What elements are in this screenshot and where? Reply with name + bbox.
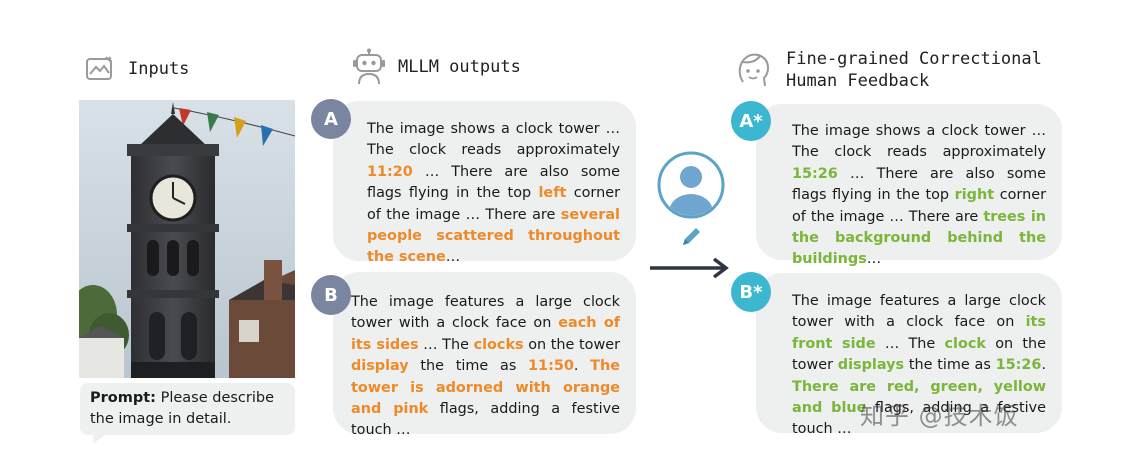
response-text: … The bbox=[419, 337, 474, 353]
feedback-title: Fine-grained Correctional Human Feedback bbox=[786, 48, 1042, 92]
response-text: . bbox=[1041, 357, 1046, 373]
highlighted-text: 11:20 bbox=[367, 164, 413, 180]
mllm-title: MLLM outputs bbox=[398, 56, 521, 78]
highlighted-text: 15:26 bbox=[996, 357, 1042, 373]
response-text: … bbox=[446, 249, 460, 265]
highlighted-text: clock bbox=[945, 336, 986, 352]
mllm-output-a-text: The image shows a clock tower … The cloc… bbox=[351, 119, 620, 269]
response-text: The image shows a clock tower … The cloc… bbox=[792, 123, 1046, 160]
response-text: the time as bbox=[904, 357, 996, 373]
robot-icon bbox=[352, 50, 386, 84]
pencil-icon bbox=[680, 224, 704, 248]
highlighted-text: displays bbox=[838, 357, 904, 373]
badge-b-star: B* bbox=[731, 272, 771, 312]
response-text: the time as bbox=[409, 358, 528, 374]
human-head-icon bbox=[734, 50, 772, 90]
badge-a: A bbox=[311, 99, 351, 139]
highlighted-text: display bbox=[351, 358, 409, 374]
highlighted-text: clocks bbox=[474, 337, 524, 353]
arrow-right-icon bbox=[648, 256, 734, 280]
feedback-header: Fine-grained Correctional Human Feedback bbox=[734, 48, 1042, 92]
mllm-output-a: The image shows a clock tower … The cloc… bbox=[333, 101, 636, 261]
highlighted-text: right bbox=[955, 187, 994, 203]
highlighted-text: 11:50 bbox=[528, 358, 574, 374]
highlighted-text: 15:26 bbox=[792, 166, 838, 182]
response-text: … bbox=[867, 251, 881, 267]
response-text: The image shows a clock tower … The cloc… bbox=[367, 121, 620, 158]
inputs-header: Inputs bbox=[82, 52, 189, 86]
prompt-box: Prompt: Please describe the image in det… bbox=[80, 383, 295, 435]
response-text: . bbox=[574, 358, 590, 374]
image-icon bbox=[82, 52, 116, 86]
clock-tower-photo bbox=[79, 100, 295, 378]
prompt-tail bbox=[92, 433, 108, 443]
mllm-output-b-text: The image features a large clock tower w… bbox=[351, 292, 620, 442]
response-text: on the tower bbox=[524, 337, 620, 353]
watermark: 知乎 @技术饭 bbox=[860, 396, 1019, 431]
badge-b: B bbox=[311, 275, 351, 315]
mllm-header: MLLM outputs bbox=[352, 50, 521, 84]
response-text: The image features a large clock tower w… bbox=[792, 293, 1046, 330]
highlighted-text: left bbox=[539, 185, 567, 201]
feedback-output-a: The image shows a clock tower … The cloc… bbox=[756, 104, 1062, 260]
inputs-title: Inputs bbox=[128, 58, 189, 80]
mllm-output-b: The image features a large clock tower w… bbox=[333, 272, 636, 434]
prompt-label: Prompt: bbox=[90, 390, 156, 406]
badge-a-star: A* bbox=[731, 101, 771, 141]
feedback-output-a-text: The image shows a clock tower … The cloc… bbox=[774, 121, 1046, 271]
response-text: … The bbox=[876, 336, 945, 352]
user-avatar-icon bbox=[656, 150, 726, 220]
